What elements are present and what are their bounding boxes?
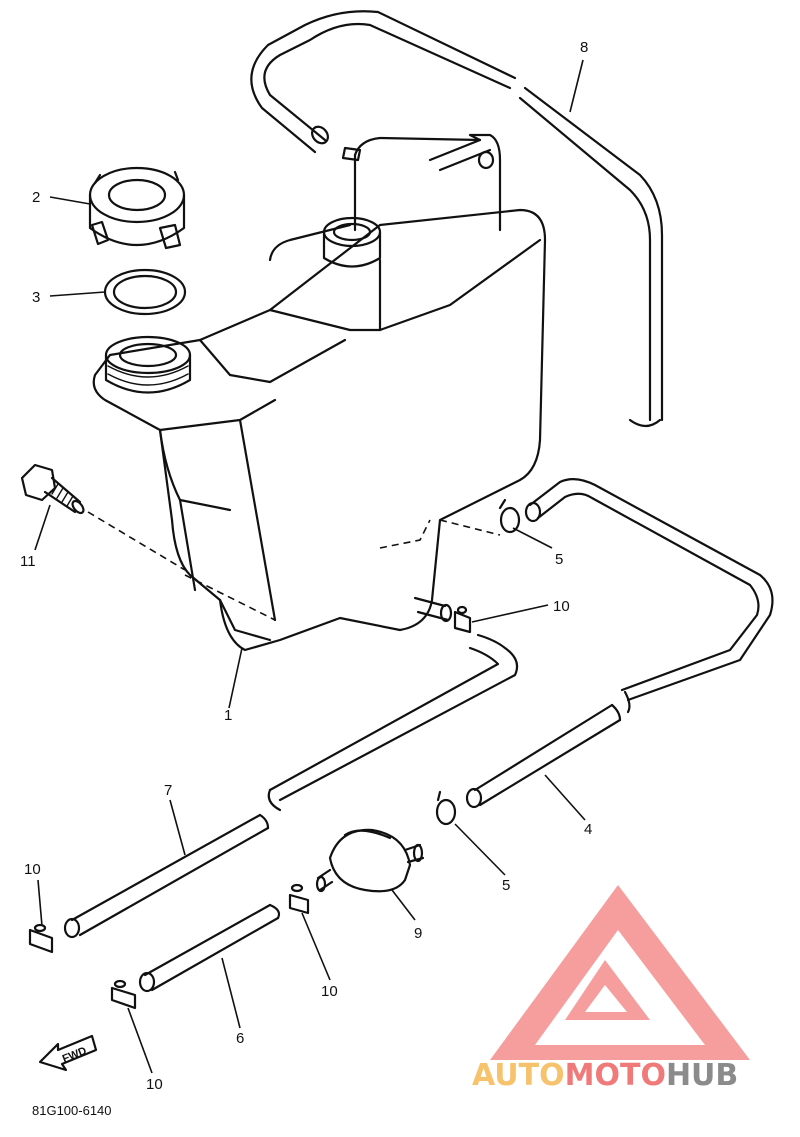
watermark-hub: HUB (666, 1058, 738, 1093)
callout-8: 8 (580, 39, 588, 56)
hose-4 (465, 478, 774, 809)
callout-10-bottom: 10 (146, 1076, 163, 1093)
callout-labels: 1 2 3 4 5 5 6 7 8 9 10 10 10 10 11 (20, 39, 592, 1093)
watermark-logo-icon (490, 885, 750, 1060)
callout-10-left: 10 (24, 861, 41, 878)
callout-5-lower: 5 (502, 877, 510, 894)
hose-6 (138, 903, 281, 993)
clamp-10-filter (288, 883, 310, 915)
hose-7 (63, 633, 519, 939)
tank-cap (88, 166, 186, 250)
clamp-10-tank (453, 605, 472, 634)
callout-1: 1 (224, 707, 232, 724)
callout-6: 6 (236, 1030, 244, 1047)
watermark-moto: MOTO (565, 1058, 666, 1093)
inline-filter (315, 828, 425, 893)
callout-7: 7 (164, 782, 172, 799)
callout-4: 4 (584, 821, 592, 838)
callout-9: 9 (414, 925, 422, 942)
clamp-10-bottom (110, 979, 137, 1010)
hose-8 (250, 10, 664, 428)
callout-5-upper: 5 (555, 551, 563, 568)
drawing-code: 81G100-6140 (32, 1103, 112, 1118)
clamp-5-upper (498, 498, 521, 534)
callout-11: 11 (20, 553, 36, 570)
clamp-10-left (28, 923, 54, 954)
callout-3: 3 (32, 289, 40, 306)
cap-gasket (103, 268, 187, 316)
watermark-auto: AUTO (472, 1058, 565, 1093)
bolt (20, 463, 186, 571)
leader-lines (34, 59, 586, 1074)
callout-10-tank: 10 (553, 598, 570, 615)
fwd-arrow-icon: FWD (38, 1034, 98, 1072)
watermark-text: AUTOMOTOHUB (472, 1058, 738, 1093)
callout-2: 2 (32, 189, 40, 206)
clamp-5-lower (435, 790, 457, 826)
callout-10-filter: 10 (321, 983, 338, 1000)
reservoir-tank (92, 133, 547, 652)
